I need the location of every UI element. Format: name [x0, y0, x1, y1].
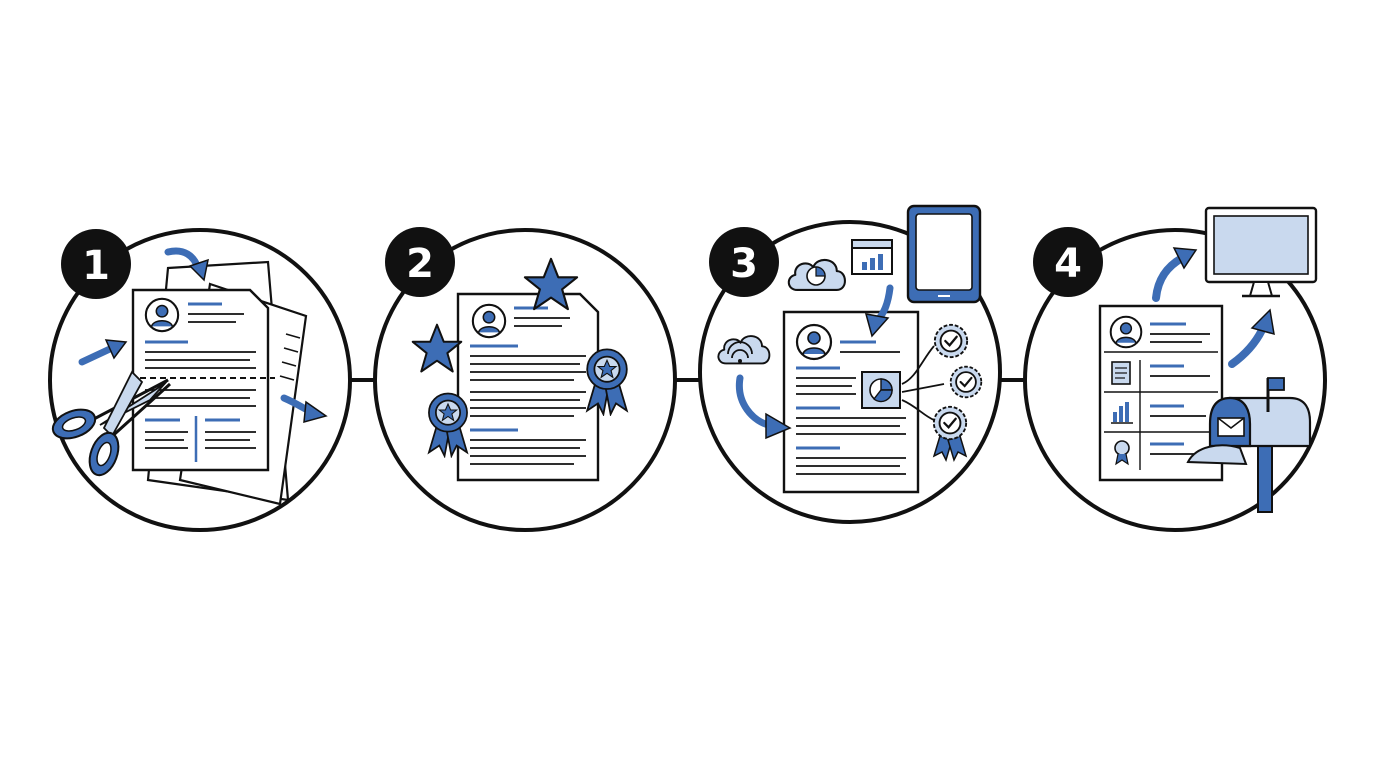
bar-chart-icon: [1111, 402, 1133, 424]
step-4: 4: [1023, 206, 1327, 532]
award-icon: [1114, 440, 1130, 466]
step-2: 2: [373, 227, 677, 532]
document-icon: [1111, 361, 1131, 385]
check-ribbon-icon: [932, 405, 968, 463]
bar-chart-window-icon: [851, 239, 893, 275]
step-1-number-badge: 1: [61, 229, 131, 299]
tablet-icon: [906, 204, 982, 304]
step-3-number-badge: 3: [709, 227, 779, 297]
award-resume-icon: [411, 257, 628, 482]
send-resume-icon: [1098, 206, 1318, 513]
cloud-wifi-icon: [717, 335, 771, 365]
step-2-number: 2: [406, 241, 434, 287]
check-badge-icon: [933, 323, 969, 359]
cut-resume-icon: [51, 247, 328, 506]
step-3: 3: [698, 204, 1002, 524]
gear-icon: [949, 365, 983, 399]
step-4-number: 4: [1054, 241, 1082, 287]
scissors-icon: [51, 370, 172, 477]
monitor-icon: [1204, 206, 1318, 298]
step-4-number-badge: 4: [1033, 227, 1103, 297]
step-2-number-badge: 2: [385, 227, 455, 297]
cloud-chart-icon: [787, 258, 846, 292]
mailbox-icon: [1186, 377, 1312, 513]
step-1: 1: [48, 228, 352, 532]
step-1-number: 1: [82, 243, 110, 289]
step-3-number: 3: [730, 241, 758, 287]
digital-resume-icon: [717, 204, 983, 494]
